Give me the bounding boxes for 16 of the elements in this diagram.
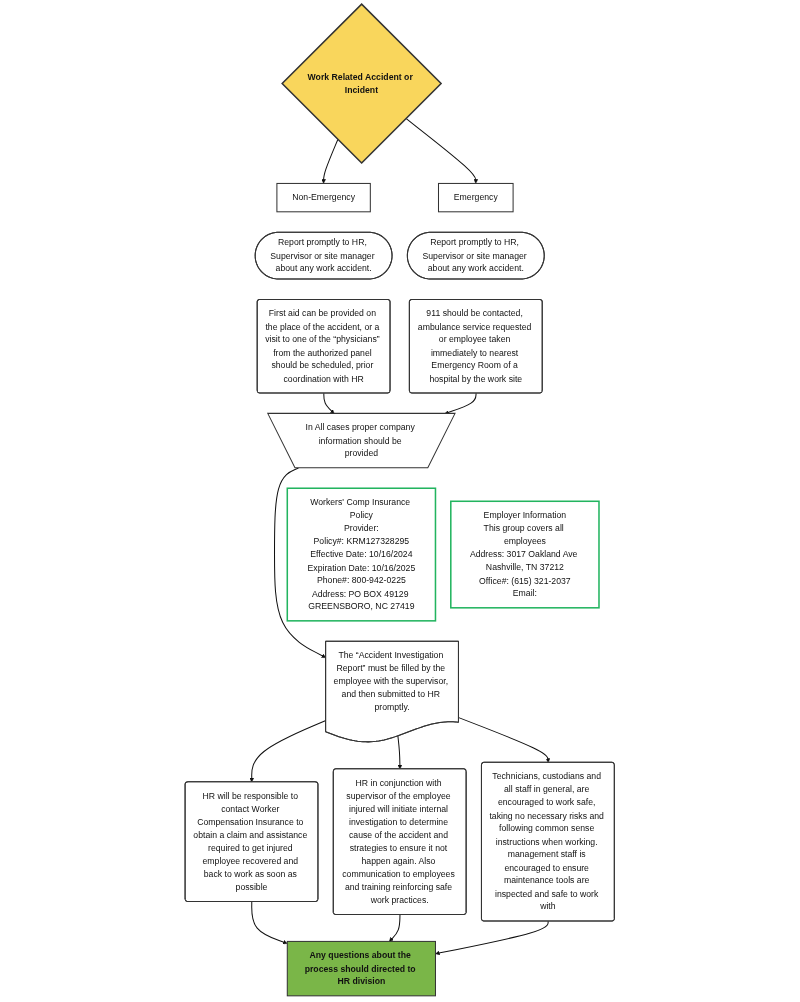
node-box: Non-Emergency — [276, 182, 372, 213]
arrow — [405, 117, 479, 184]
node-box: Employer Information This group covers all employees Address: 3017 Oakland Ave Nashville, TN 37212 Office#: (615) 321-2037 Email: — [450, 500, 601, 609]
arrow — [249, 719, 327, 783]
node-box: Workers' Comp Insurance Policy Provider: Policy#: KRM127328295 Effective Date: 10/16/2024 Expiration Date: 10/16/2025 Phone#: 800-942-0225 Address: PO BOX 49129 GREENSBORO, NC 27419 — [286, 487, 437, 622]
node-box: Emergency — [438, 182, 514, 213]
arrow — [397, 735, 403, 770]
arrow — [435, 920, 549, 956]
arrow — [321, 138, 339, 184]
arrow — [251, 901, 288, 945]
arrow — [389, 914, 401, 942]
node-diamond: Work Related Accident or Incident — [281, 3, 443, 165]
arrow — [274, 467, 327, 658]
arrow — [458, 717, 551, 763]
node-box: Any questions about the process should directed to HR division — [287, 940, 437, 997]
arrow — [323, 392, 335, 414]
